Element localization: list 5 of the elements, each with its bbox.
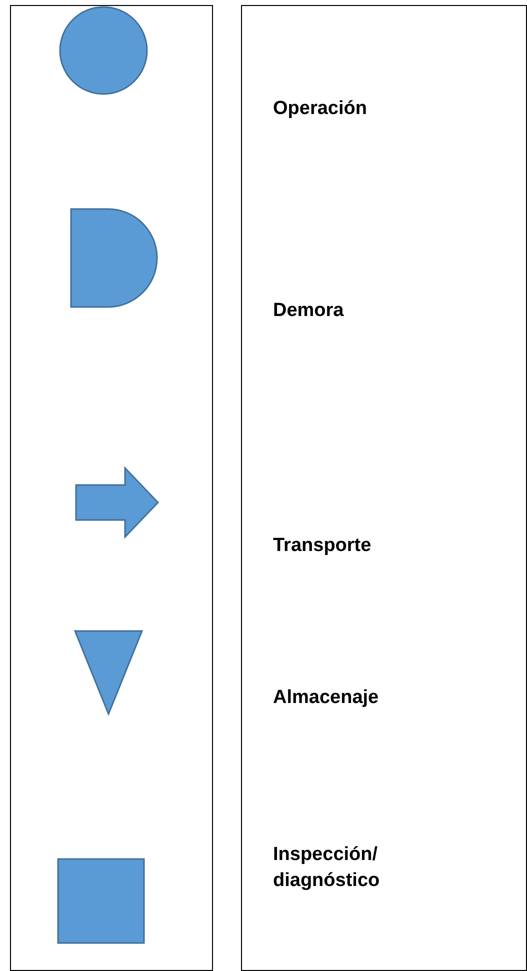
symbol-label: Operación [273,97,368,121]
symbol-label: Almacenaje [273,686,380,710]
symbol-label: Transporte [273,534,372,558]
symbol-label: Demora [273,299,345,323]
symbol-label: Inspección/ diagnóstico [273,843,381,893]
